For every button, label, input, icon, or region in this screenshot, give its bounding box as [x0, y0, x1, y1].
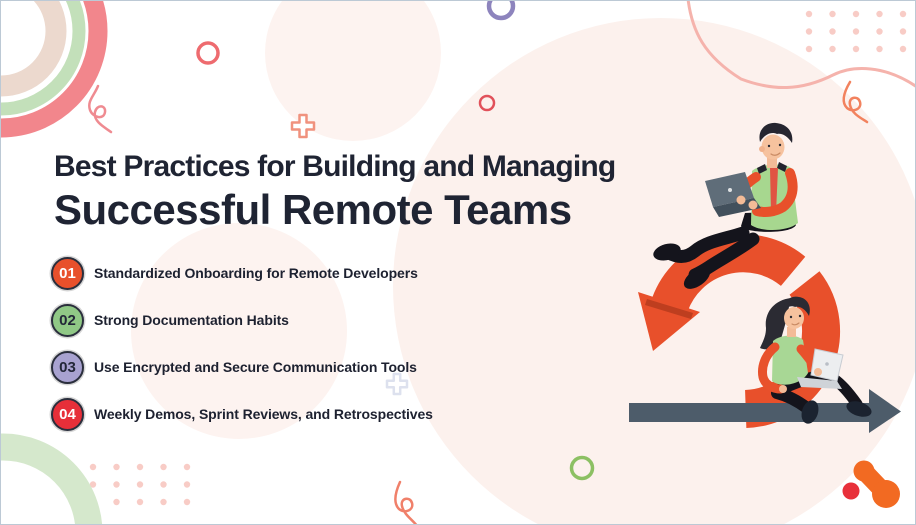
- list-item: 01 Standardized Onboarding for Remote De…: [51, 256, 433, 290]
- corner-blob-decoration: [842, 460, 900, 508]
- plus-icon-lavender: [385, 372, 409, 396]
- item-label: Standardized Onboarding for Remote Devel…: [94, 265, 418, 281]
- list-item: 04 Weekly Demos, Sprint Reviews, and Ret…: [51, 397, 433, 431]
- man-illustration: [653, 122, 798, 289]
- squiggle-icon: [842, 80, 869, 124]
- woman-illustration: [758, 296, 872, 424]
- plus-icon-orange: [290, 113, 316, 139]
- item-number-badge: 01: [51, 256, 84, 290]
- ring-icon-small-red: [478, 94, 496, 112]
- ring-icon-green: [569, 455, 595, 481]
- corner-arc-green: [1, 433, 103, 524]
- item-label: Weekly Demos, Sprint Reviews, and Retros…: [94, 406, 433, 422]
- slide-title: Best Practices for Building and Managing…: [54, 148, 616, 235]
- best-practices-list: 01 Standardized Onboarding for Remote De…: [51, 256, 433, 444]
- title-line-1: Best Practices for Building and Managing: [54, 150, 616, 183]
- wave-line: [686, 1, 915, 89]
- dots-grid-top-right: [805, 10, 907, 53]
- item-label: Strong Documentation Habits: [94, 312, 289, 328]
- title-line-2: Successful Remote Teams: [54, 186, 572, 233]
- list-item: 02 Strong Documentation Habits: [51, 303, 433, 337]
- squiggle-icon: [88, 84, 113, 134]
- dots-grid-bottom-left: [89, 463, 191, 506]
- item-number-badge: 04: [51, 397, 84, 431]
- list-item: 03 Use Encrypted and Secure Communicatio…: [51, 350, 433, 384]
- item-label: Use Encrypted and Secure Communication T…: [94, 359, 417, 375]
- item-number-badge: 03: [51, 350, 84, 384]
- ring-icon-red: [196, 41, 220, 65]
- ring-icon-purple: [486, 1, 516, 21]
- squiggle-icon: [394, 480, 418, 524]
- item-number-badge: 02: [51, 303, 84, 337]
- corner-rings-decoration: [1, 1, 108, 138]
